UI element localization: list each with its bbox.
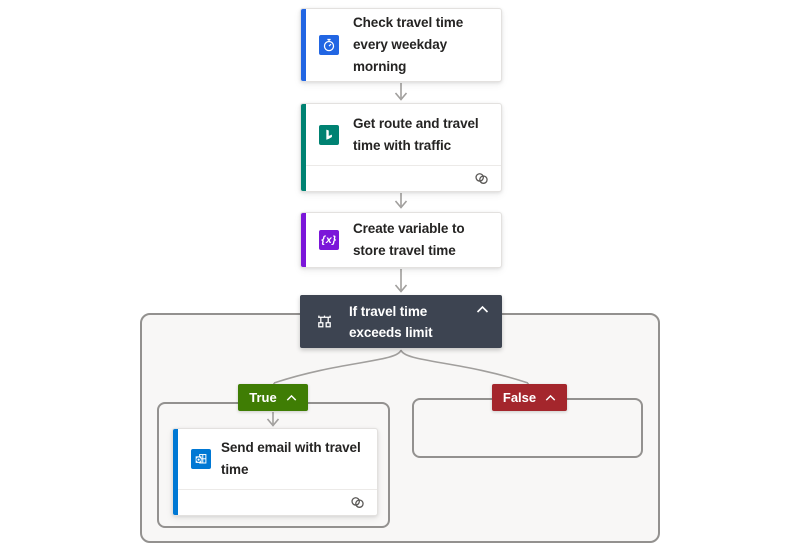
get-route-card[interactable]: Get route and travel time with traffic <box>300 103 502 192</box>
variable-glyph: {x} <box>321 234 337 246</box>
false-branch-badge[interactable]: False <box>492 384 567 411</box>
outlook-icon <box>191 449 211 469</box>
false-collapse-chevron-up-icon <box>545 394 556 401</box>
connection-icon[interactable] <box>350 495 365 510</box>
send-email-card[interactable]: Send email with travel time <box>172 428 378 516</box>
send-email-title: Send email with travel time <box>221 440 361 477</box>
get-route-footer <box>306 165 501 191</box>
bing-maps-icon <box>319 124 339 145</box>
get-route-accent-bar <box>301 104 306 191</box>
connection-icon[interactable] <box>474 171 489 186</box>
condition-collapse-chevron-up-icon[interactable] <box>474 303 491 316</box>
true-branch-badge[interactable]: True <box>238 384 308 411</box>
false-branch-label: False <box>502 390 537 405</box>
create-variable-accent-bar <box>301 213 306 267</box>
recurrence-clock-icon <box>319 35 339 55</box>
condition-branch-icon <box>314 312 334 332</box>
send-email-footer <box>178 489 377 515</box>
trigger-title: Check travel time every weekday morning <box>353 15 464 74</box>
create-variable-title: Create variable to store travel time <box>353 221 465 258</box>
true-collapse-chevron-up-icon <box>286 394 296 401</box>
get-route-title: Get route and travel time with traffic <box>353 115 479 153</box>
condition-card[interactable]: If travel time exceeds limit <box>300 295 502 348</box>
condition-title: If travel time exceeds limit <box>349 303 433 340</box>
variable-icon: {x} <box>319 230 339 250</box>
trigger-accent-bar <box>301 9 306 81</box>
trigger-card[interactable]: Check travel time every weekday morning <box>300 8 502 82</box>
send-email-accent-bar <box>173 429 178 515</box>
true-branch-label: True <box>249 390 277 405</box>
create-variable-card[interactable]: {x} Create variable to store travel time <box>300 212 502 268</box>
